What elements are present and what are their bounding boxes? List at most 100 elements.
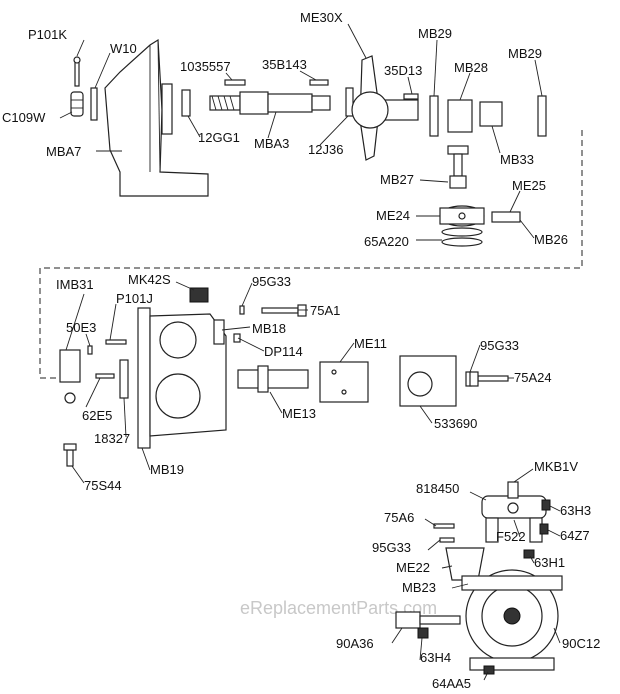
fitting-63h4: [417, 627, 429, 639]
ring-mb29-right: [537, 95, 547, 137]
label-mb29-right: MB29: [508, 46, 542, 61]
label-95g33-top: 95G33: [252, 274, 291, 289]
bolt-75a6: [433, 523, 455, 529]
label-dp114: DP114: [264, 344, 303, 359]
label-63h1: 63H1: [534, 555, 565, 570]
label-818450: 818450: [416, 481, 459, 496]
label-mb29-left: MB29: [418, 26, 452, 41]
plug-dp114: [233, 333, 241, 343]
adapter-me30x: [351, 55, 419, 161]
fitting-64aa5: [483, 665, 495, 675]
valve-mkb1v: [507, 481, 519, 514]
ring-mb29-left: [429, 95, 439, 137]
label-mb33: MB33: [500, 152, 534, 167]
fitting-63h3: [541, 499, 551, 511]
label-me11: ME11: [354, 336, 387, 351]
label-mb18: MB18: [252, 321, 286, 336]
label-533690: 533690: [434, 416, 477, 431]
label-75s44: 75S44: [84, 478, 122, 493]
label-1035557: 1035557: [180, 59, 231, 74]
label-me30x: ME30X: [300, 10, 343, 25]
assembly-dashed-line: [39, 130, 583, 379]
bolt-75a24: [469, 371, 509, 387]
label-95g33-bottom: 95G33: [372, 540, 411, 555]
washer-95g33-top: [239, 305, 245, 315]
piston-mb33: [479, 101, 503, 127]
label-64aa5: 64AA5: [432, 676, 471, 691]
pump-body-mb19: [137, 307, 227, 449]
pump-body-90c12: [461, 569, 563, 671]
label-p101j: P101J: [116, 291, 153, 306]
label-62e5: 62E5: [82, 408, 112, 423]
rings-65a220: [441, 227, 483, 247]
label-c109w: C109W: [2, 110, 46, 125]
fitting-64z7: [539, 523, 549, 535]
gasket-mb18: [213, 319, 225, 345]
screw-75s44: [63, 443, 77, 467]
fitting-63h1: [523, 549, 535, 559]
watermark-text: eReplacementParts.com: [240, 598, 437, 618]
pin-me25: [491, 211, 521, 223]
bearing-housing-mba7: [104, 38, 209, 197]
label-me13: ME13: [282, 406, 316, 421]
leader-lines: [59, 23, 561, 681]
label-12gg1: 12GG1: [198, 130, 240, 145]
label-75a6: 75A6: [384, 510, 414, 525]
label-mb23: MB23: [402, 580, 436, 595]
label-mba3: MBA3: [254, 136, 289, 151]
label-mk42s: MK42S: [128, 272, 171, 287]
label-mkb1v: MKB1V: [534, 459, 578, 474]
shaft-mba3: [209, 91, 331, 115]
label-90a36: 90A36: [336, 636, 374, 651]
key-1035557: [224, 79, 246, 86]
label-p101k: P101K: [28, 27, 67, 42]
label-me24: ME24: [376, 208, 410, 223]
ring-12j36: [345, 87, 354, 117]
cap-mk42s: [189, 287, 209, 303]
head-533690: [399, 355, 457, 407]
label-f522: F522: [496, 529, 526, 544]
screw-p101k: [73, 56, 81, 87]
label-64z7: 64Z7: [560, 528, 590, 543]
label-75a1: 75A1: [310, 303, 340, 318]
part-labels: P101K W10 C109W MBA7 1035557 35B143 12GG…: [2, 10, 600, 691]
nut-c109w: [70, 91, 84, 117]
bearing-mb28: [447, 99, 473, 133]
label-63h4: 63H4: [420, 650, 451, 665]
label-18327: 18327: [94, 431, 130, 446]
label-mba7: MBA7: [46, 144, 81, 159]
pin-62e5: [95, 373, 115, 379]
label-63h3: 63H3: [560, 503, 591, 518]
label-12j36: 12J36: [308, 142, 343, 157]
label-mb27: MB27: [380, 172, 414, 187]
label-75a24: 75A24: [514, 370, 552, 385]
label-35d13: 35D13: [384, 63, 422, 78]
label-imb31: IMB31: [56, 277, 94, 292]
label-mb28: MB28: [454, 60, 488, 75]
washer-w10: [90, 87, 98, 121]
washer-18327: [119, 359, 129, 399]
pin-p101j: [105, 339, 127, 345]
key-35d13: [403, 93, 419, 100]
lever-imb31: [59, 349, 81, 404]
label-me22: ME22: [396, 560, 430, 575]
label-95g33-right: 95G33: [480, 338, 519, 353]
label-65a220: 65A220: [364, 234, 409, 249]
washer-95g33-bottom: [439, 537, 455, 543]
valve-90a36: [395, 611, 461, 629]
pin-50e3: [87, 345, 93, 355]
label-90c12: 90C12: [562, 636, 600, 651]
key-35b143: [309, 79, 329, 86]
cylinder-me11: [319, 361, 369, 403]
bolt-75a1: [261, 304, 307, 317]
label-50e3: 50E3: [66, 320, 96, 335]
rod-mb27: [447, 145, 469, 189]
label-w10: W10: [110, 41, 137, 56]
cylinder-me13: [237, 365, 309, 393]
label-35b143: 35B143: [262, 57, 307, 72]
piston-me24: [439, 205, 485, 227]
ring-12gg1: [181, 89, 191, 117]
cup-me22: [445, 547, 485, 581]
label-mb19: MB19: [150, 462, 184, 477]
